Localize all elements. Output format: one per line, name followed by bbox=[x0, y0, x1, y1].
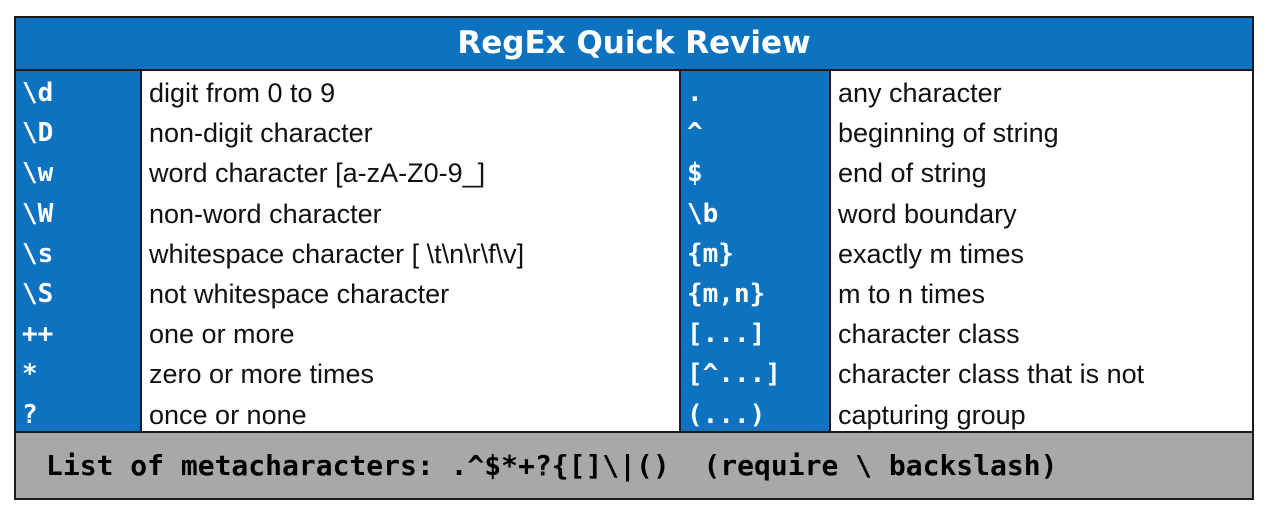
right-code-column: . ^ $ \b {m} {m,n} [...] [^...] (...) bbox=[681, 71, 831, 435]
metachar-description: character class bbox=[838, 319, 1020, 350]
metachar-code: \S bbox=[22, 278, 54, 309]
metachar-code: {m} bbox=[687, 238, 734, 269]
metachar-description: word boundary bbox=[838, 198, 1017, 229]
left-code-column: \d \D \w \W \s \S ++ * ? bbox=[16, 71, 142, 435]
metachar-description: m to n times bbox=[838, 278, 986, 309]
metachar-code: \w bbox=[22, 158, 54, 189]
left-table-half: \d \D \w \W \s \S ++ * ? digit from 0 to… bbox=[16, 71, 681, 435]
metachar-code: ? bbox=[22, 399, 38, 430]
left-description-column: digit from 0 to 9 non-digit character wo… bbox=[142, 71, 679, 435]
metachar-code: [^...] bbox=[687, 359, 781, 390]
metachar-code: \b bbox=[687, 198, 719, 229]
reference-table: \d \D \w \W \s \S ++ * ? digit from 0 to… bbox=[16, 71, 1252, 435]
metachar-code: ^ bbox=[687, 118, 703, 149]
metachar-description: once or none bbox=[149, 399, 307, 430]
metachar-code: \d bbox=[22, 78, 54, 108]
card-title: RegEx Quick Review bbox=[16, 18, 1252, 71]
metachar-description: zero or more times bbox=[149, 359, 375, 390]
metachar-code: * bbox=[22, 359, 38, 390]
metachar-description: non-word character bbox=[149, 198, 382, 229]
metachar-code: . bbox=[687, 78, 703, 108]
metachar-description: character class that is not bbox=[838, 359, 1145, 390]
metachar-description: word character [a-zA-Z0-9_] bbox=[149, 158, 486, 189]
right-description-column: any character beginning of string end of… bbox=[831, 71, 1252, 435]
metachar-description: capturing group bbox=[838, 399, 1026, 430]
metachar-code: ++ bbox=[22, 319, 54, 350]
metachar-code: \W bbox=[22, 198, 54, 229]
metachar-description: non-digit character bbox=[149, 118, 373, 149]
metachar-code: {m,n} bbox=[687, 278, 766, 309]
metachar-description: end of string bbox=[838, 158, 987, 189]
metachar-code: \s bbox=[22, 238, 54, 269]
metachar-description: one or more bbox=[149, 319, 295, 350]
metachar-code: $ bbox=[687, 158, 703, 189]
metachar-description: not whitespace character bbox=[149, 278, 450, 309]
metachar-description: exactly m times bbox=[838, 238, 1025, 269]
metachar-description: whitespace character [ \t\n\r\f\v] bbox=[149, 238, 525, 269]
regex-reference-card: RegEx Quick Review \d \D \w \W \s \S ++ … bbox=[14, 16, 1254, 500]
metachar-code: [...] bbox=[687, 319, 766, 350]
metachar-description: any character bbox=[838, 78, 1002, 108]
metacharacters-footer: List of metacharacters: .^$*+?{[]\|() (r… bbox=[16, 431, 1252, 498]
metachar-description: beginning of string bbox=[838, 118, 1059, 149]
metachar-code: \D bbox=[22, 118, 54, 149]
right-table-half: . ^ $ \b {m} {m,n} [...] [^...] (...) an… bbox=[681, 71, 1252, 435]
metachar-code: (...) bbox=[687, 399, 766, 430]
metachar-description: digit from 0 to 9 bbox=[149, 78, 336, 108]
